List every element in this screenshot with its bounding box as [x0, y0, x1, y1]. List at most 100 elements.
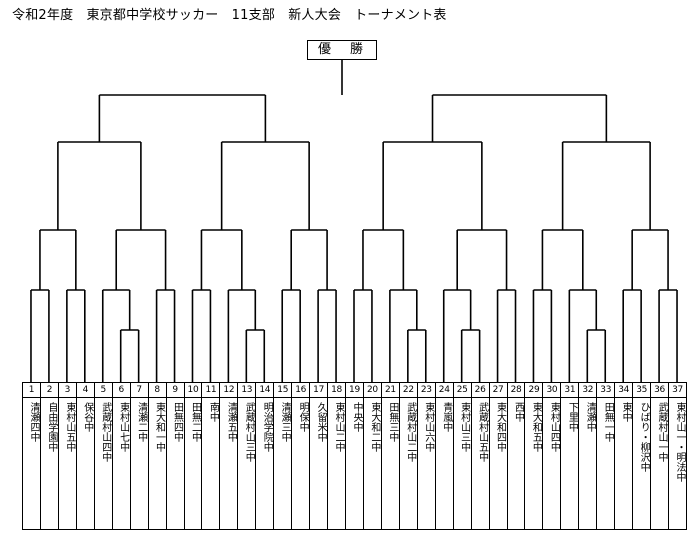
team-name: 武蔵村山五中 [476, 402, 488, 462]
team-cell: 23 東村山六中 [416, 382, 436, 530]
team-cell: 12 清瀬五中 [219, 382, 239, 530]
team-cell: 25 東村山三中 [452, 382, 472, 530]
team-name: 東村山六中 [422, 402, 434, 452]
team-number: 19 [346, 383, 363, 398]
team-cell: 32 清瀬中 [578, 382, 598, 530]
team-name: 東村山一・明法中 [673, 402, 685, 482]
team-name: 武蔵村山一中 [656, 402, 668, 462]
team-number: 32 [579, 383, 597, 398]
team-number: 11 [202, 383, 220, 398]
team-name: 清瀬五中 [225, 402, 237, 442]
team-number: 4 [76, 383, 94, 398]
team-number: 29 [525, 383, 543, 398]
team-cell: 24 青嵐中 [434, 382, 454, 530]
champion-box: 優 勝 [307, 40, 377, 60]
team-cell: 31 下里中 [560, 382, 580, 530]
team-number: 14 [256, 383, 274, 398]
team-name: 武蔵村山三中 [243, 402, 255, 462]
team-number: 36 [651, 383, 669, 398]
team-number: 35 [633, 383, 651, 398]
team-name: 田無一中 [602, 402, 614, 442]
team-name: 明保中 [297, 402, 309, 432]
team-cell: 15 清瀬三中 [273, 382, 293, 530]
team-number: 31 [561, 383, 579, 398]
team-name: 南中 [207, 402, 219, 422]
team-name: 保谷中 [81, 402, 93, 432]
team-name: 東村山四中 [548, 402, 560, 452]
team-name: 東大和一中 [153, 402, 165, 452]
team-name: 東中 [620, 402, 632, 422]
team-name: 青嵐中 [440, 402, 452, 432]
team-number: 1 [23, 383, 40, 398]
team-cell: 11 南中 [201, 382, 221, 530]
team-number: 24 [435, 383, 453, 398]
team-number: 28 [507, 383, 525, 398]
team-cell: 21 田無三中 [380, 382, 400, 530]
team-name: 下里中 [566, 402, 578, 432]
team-number: 15 [274, 383, 292, 398]
team-number: 9 [166, 383, 184, 398]
team-name: 清瀬中 [584, 402, 596, 432]
team-cell: 37 東村山一・明法中 [668, 382, 687, 530]
team-name: 東村山七中 [117, 402, 129, 452]
team-number: 13 [238, 383, 256, 398]
team-number: 21 [381, 383, 399, 398]
team-cell: 10 田無二中 [183, 382, 203, 530]
team-number: 8 [148, 383, 166, 398]
team-number: 30 [543, 383, 561, 398]
team-number: 37 [669, 383, 686, 398]
team-number: 6 [112, 383, 130, 398]
team-name: 清瀬三中 [279, 402, 291, 442]
team-cell: 20 東大和二中 [362, 382, 382, 530]
team-cell: 30 東村山四中 [542, 382, 562, 530]
team-name: 西中 [512, 402, 524, 422]
team-number: 22 [399, 383, 417, 398]
team-cell: 6 東村山七中 [111, 382, 131, 530]
team-number: 18 [328, 383, 346, 398]
team-cell: 2 自由学園中 [39, 382, 59, 530]
team-number: 20 [363, 383, 381, 398]
team-number: 34 [615, 383, 633, 398]
team-name: 東大和二中 [368, 402, 380, 452]
team-name: 東大和五中 [530, 402, 542, 452]
team-name: 東大和四中 [494, 402, 506, 452]
team-name: 東村山二中 [333, 402, 345, 452]
team-name: 田無三中 [386, 402, 398, 442]
team-name: 武蔵村山四中 [99, 402, 111, 462]
team-cell: 26 武蔵村山五中 [470, 382, 490, 530]
team-cell: 14 明治学院中 [255, 382, 275, 530]
team-number: 12 [220, 383, 238, 398]
team-name: 田無二中 [189, 402, 201, 442]
team-cell: 13 武蔵村山三中 [237, 382, 257, 530]
team-cell: 18 東村山二中 [327, 382, 347, 530]
team-name: 清瀬二中 [135, 402, 147, 442]
team-number: 33 [597, 383, 615, 398]
team-cell: 5 武蔵村山四中 [93, 382, 113, 530]
team-cell: 33 田無一中 [596, 382, 616, 530]
team-name: 明治学院中 [261, 402, 273, 452]
team-name: 久留米中 [315, 402, 327, 442]
team-number: 26 [471, 383, 489, 398]
team-name: 清瀬四中 [27, 402, 39, 442]
team-cell: 4 保谷中 [75, 382, 95, 530]
team-number: 10 [184, 383, 202, 398]
team-name: 東村山三中 [458, 402, 470, 452]
team-number: 5 [94, 383, 112, 398]
team-name: 自由学園中 [45, 402, 57, 452]
team-name: 東村山五中 [63, 402, 75, 452]
team-number: 23 [417, 383, 435, 398]
team-cell: 8 東大和一中 [147, 382, 167, 530]
team-number: 27 [489, 383, 507, 398]
team-cell: 27 東大和四中 [488, 382, 508, 530]
team-number: 25 [453, 383, 471, 398]
team-number: 2 [40, 383, 58, 398]
team-cell: 29 東大和五中 [524, 382, 544, 530]
